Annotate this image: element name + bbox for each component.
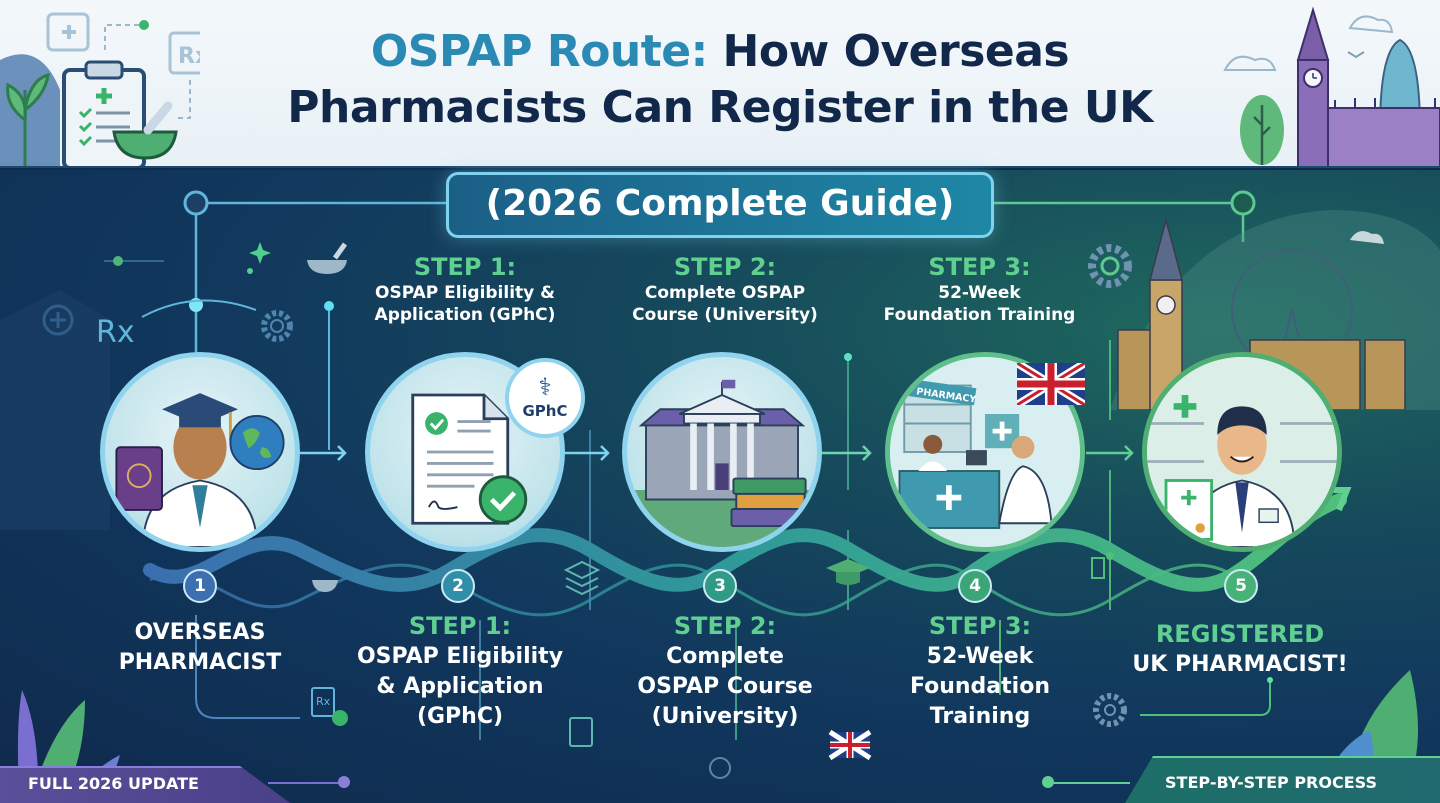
step-badge-2: 2 xyxy=(441,569,475,603)
london-skyline-illustration xyxy=(1223,6,1440,168)
clipboard-mortar-illustration: Rx xyxy=(0,12,200,168)
pharmacist-passport-icon xyxy=(115,393,285,547)
top-step-2-line1: Complete OSPAP xyxy=(644,283,806,303)
top-step-1-label: STEP 1: OSPAP Eligibility & Application … xyxy=(350,252,580,326)
footer-left-ribbon: FULL 2026 UPDATE xyxy=(0,766,290,803)
footer-right-ribbon: STEP-BY-STEP PROCESS xyxy=(1125,756,1440,803)
stage-4-line2: Foundation xyxy=(909,674,1050,699)
stage-1-illustration xyxy=(100,352,300,552)
stage-3-illustration xyxy=(622,352,822,552)
stage-1-line1: OVERSEAS xyxy=(134,620,266,645)
top-step-1-line1: OSPAP Eligibility & xyxy=(375,283,555,303)
stage-4-label: STEP 3: 52-Week Foundation Training xyxy=(870,610,1090,732)
step-badge-4: 4 xyxy=(958,569,992,603)
gphc-badge: ⚕ GPhC xyxy=(505,358,585,438)
svg-text:Rx: Rx xyxy=(96,315,135,350)
footer-left-dot xyxy=(338,776,350,788)
gphc-badge-label: GPhC xyxy=(522,402,568,420)
application-document-icon xyxy=(411,393,528,525)
page-title: OSPAP Route: How Overseas Pharmacists Ca… xyxy=(210,24,1230,136)
top-step-3-number: STEP 3: xyxy=(928,253,1031,281)
footer-right-connector xyxy=(1050,782,1130,784)
stage-2-title: STEP 1: xyxy=(408,612,512,640)
step-badge-3: 3 xyxy=(703,569,737,603)
uk-flag-icon xyxy=(1014,359,1088,409)
stage-4-line3: Training xyxy=(929,704,1031,729)
stage-2-label: STEP 1: OSPAP Eligibility & Application … xyxy=(340,610,580,732)
main-panel: Rx xyxy=(0,170,1440,803)
footer-left-connector xyxy=(268,782,340,784)
subtitle-banner: (2026 Complete Guide) xyxy=(446,172,994,238)
stage-3-title: STEP 2: xyxy=(673,612,777,640)
top-step-3-label: STEP 3: 52-Week Foundation Training xyxy=(862,252,1097,326)
header-band: Rx OSPAP Route: How Overseas Pharmacists… xyxy=(0,0,1440,168)
step-badge-1: 1 xyxy=(183,569,217,603)
stage-5-line1: UK PHARMACIST! xyxy=(1132,652,1348,677)
stage-4-line1: 52-Week xyxy=(926,644,1034,669)
stage-1-label: OVERSEAS PHARMACIST xyxy=(80,618,320,678)
stage-3-line2: OSPAP Course xyxy=(637,674,813,699)
stage-1-line2: PHARMACIST xyxy=(118,650,282,675)
stage-5-title: REGISTERED xyxy=(1155,620,1325,648)
stage-4-title: STEP 3: xyxy=(928,612,1032,640)
step-badge-5: 5 xyxy=(1224,569,1258,603)
registered-pharmacist-icon xyxy=(1147,357,1337,547)
stage-2-line1: OSPAP Eligibility xyxy=(356,644,564,669)
connector-network: Rx xyxy=(0,190,1418,803)
top-step-3-line1: 52-Week xyxy=(938,283,1021,303)
footer-left-label: FULL 2026 UPDATE xyxy=(28,774,199,793)
top-step-3-line2: Foundation Training xyxy=(883,305,1076,325)
title-line1: How Overseas xyxy=(722,26,1070,77)
top-step-1-line2: Application (GPhC) xyxy=(374,305,556,325)
svg-text:Rx: Rx xyxy=(178,44,200,69)
caduceus-icon: ⚕ xyxy=(538,373,552,401)
title-line2: Pharmacists Can Register in the UK xyxy=(287,82,1153,133)
london-landmarks-illustration xyxy=(1110,210,1440,410)
stage-2-line2: & Application xyxy=(376,674,544,699)
title-accent: OSPAP Route: xyxy=(370,26,708,77)
top-step-2-line2: Course (University) xyxy=(632,305,818,325)
top-step-2-label: STEP 2: Complete OSPAP Course (Universit… xyxy=(610,252,840,326)
stage-3-line3: (University) xyxy=(651,704,799,729)
stage-3-label: STEP 2: Complete OSPAP Course (Universit… xyxy=(610,610,840,732)
stage-5-illustration xyxy=(1142,352,1342,552)
top-step-2-number: STEP 2: xyxy=(673,253,777,281)
stage-5-label: REGISTERED UK PHARMACIST! xyxy=(1125,618,1355,680)
university-books-icon xyxy=(627,379,817,547)
stage-3-line1: Complete xyxy=(666,644,784,669)
top-step-1-number: STEP 1: xyxy=(413,253,517,281)
header-divider xyxy=(0,166,1440,168)
footer-right-dot xyxy=(1042,776,1054,788)
footer-right-label: STEP-BY-STEP PROCESS xyxy=(1165,773,1377,792)
svg-text:Rx: Rx xyxy=(316,695,331,708)
stage-2-line3: (GPhC) xyxy=(416,704,504,729)
